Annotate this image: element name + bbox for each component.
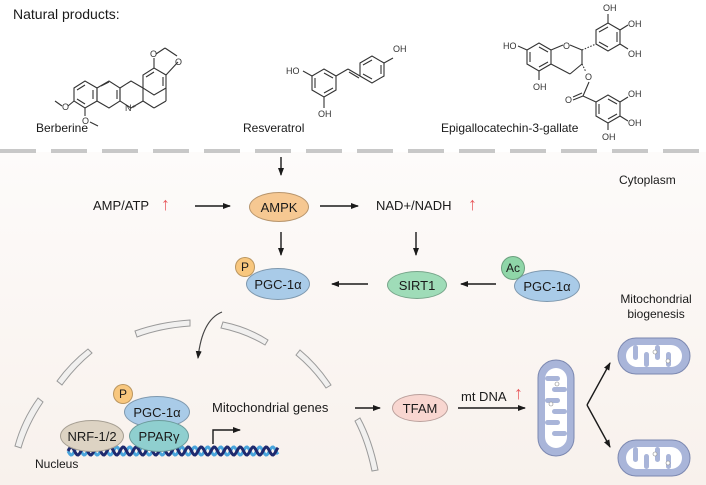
- node-pgc1a-phosphorylated-label: PGC-1α: [254, 276, 302, 292]
- node-sirt1: SIRT1: [387, 271, 447, 299]
- nuclear-envelope: [14, 319, 379, 472]
- berberine-atom-n: N⁺: [125, 103, 136, 113]
- egcg-atom-oh2: OH: [628, 19, 642, 29]
- egcg-atom-o-ester: O: [585, 72, 592, 82]
- natural-products-title: Natural products:: [13, 6, 120, 22]
- node-nrf-label: NRF-1/2: [67, 428, 117, 444]
- node-pgc1a-phosphorylated: PGC-1α: [246, 268, 310, 300]
- phosphate-badge-label: P: [240, 260, 249, 274]
- acetyl-badge-label: Ac: [505, 261, 520, 275]
- label-nad-nadh: NAD+/NADH: [376, 198, 452, 213]
- egcg-atom-oh7: OH: [602, 132, 616, 142]
- compound-name-resveratrol: Resveratrol: [243, 121, 305, 135]
- berberine-atom-o1: O: [150, 49, 157, 59]
- increase-arrow-icon: ↑: [468, 194, 477, 214]
- berberine-atom-o3: O: [62, 102, 69, 112]
- berberine-atom-o2: O: [175, 57, 182, 67]
- egcg-atom-oh1: OH: [603, 3, 617, 13]
- outcome-label-line1: Mitochondrial: [620, 292, 692, 306]
- phosphate-badge: P: [235, 257, 255, 277]
- egcg-atom-oh4: OH: [533, 82, 547, 92]
- outcome-label-line2: biogenesis: [627, 307, 685, 321]
- arrow-pgc-to-nucleus: [195, 311, 223, 359]
- transcription-start-arrow: [212, 427, 241, 444]
- label-amp-atp: AMP/ATP: [93, 198, 150, 213]
- mitochondrion-daughter-top: [617, 337, 691, 375]
- resveratrol-structure: [302, 55, 394, 108]
- arrow-mito-to-daughter-bottom: [586, 404, 611, 448]
- mitochondrion-daughter-bottom: [617, 439, 691, 477]
- resveratrol-atom-oh1: OH: [393, 44, 407, 54]
- node-pgc1a-nuclear: PGC-1α: [124, 396, 190, 428]
- berberine-structure: [54, 47, 179, 127]
- phosphate-badge-nuclear-label: P: [118, 387, 127, 401]
- berberine-atom-o4: O: [82, 116, 89, 126]
- node-pgc1a-acetylated: PGC-1α: [514, 270, 580, 302]
- node-tfam-label: TFAM: [402, 400, 438, 416]
- node-ampk: AMPK: [249, 192, 309, 222]
- acetyl-badge: Ac: [501, 256, 525, 280]
- egcg-atom-o-ring: O: [563, 41, 570, 51]
- node-pgc1a-nuclear-label: PGC-1α: [133, 404, 181, 420]
- label-mitochondrial-genes: Mitochondrial genes: [212, 400, 329, 415]
- node-ppar-gamma: PPARγ: [129, 420, 189, 452]
- egcg-atom-oh6: OH: [628, 118, 642, 128]
- node-sirt1-label: SIRT1: [398, 277, 436, 293]
- node-nrf: NRF-1/2: [60, 420, 124, 452]
- node-ppar-gamma-label: PPARγ: [138, 428, 180, 444]
- compound-name-egcg: Epigallocatechin-3-gallate: [441, 121, 579, 135]
- node-pgc1a-acetylated-label: PGC-1α: [523, 278, 571, 294]
- resveratrol-atom-ho: HO: [286, 66, 300, 76]
- compound-name-berberine: Berberine: [36, 121, 89, 135]
- node-tfam: TFAM: [392, 394, 448, 422]
- label-mt-dna: mt DNA: [461, 389, 507, 404]
- increase-arrow-icon: ↑: [514, 383, 523, 403]
- increase-arrow-icon: ↑: [161, 194, 170, 214]
- phosphate-badge-nuclear: P: [113, 384, 133, 404]
- mitochondrion-parent: [537, 359, 575, 457]
- region-label-nucleus: Nucleus: [35, 457, 79, 471]
- egcg-atom-oh5: OH: [628, 89, 642, 99]
- node-ampk-label: AMPK: [260, 199, 298, 215]
- outcome-label: Mitochondrial biogenesis: [608, 292, 704, 322]
- arrow-mito-to-daughter-top: [586, 362, 611, 406]
- egcg-atom-o-carbonyl: O: [565, 95, 572, 105]
- resveratrol-atom-oh2: OH: [318, 109, 332, 119]
- region-label-cytoplasm: Cytoplasm: [619, 173, 676, 187]
- egcg-structure: [517, 14, 629, 130]
- egcg-atom-oh3: OH: [628, 49, 642, 59]
- egcg-atom-ho: HO: [503, 41, 517, 51]
